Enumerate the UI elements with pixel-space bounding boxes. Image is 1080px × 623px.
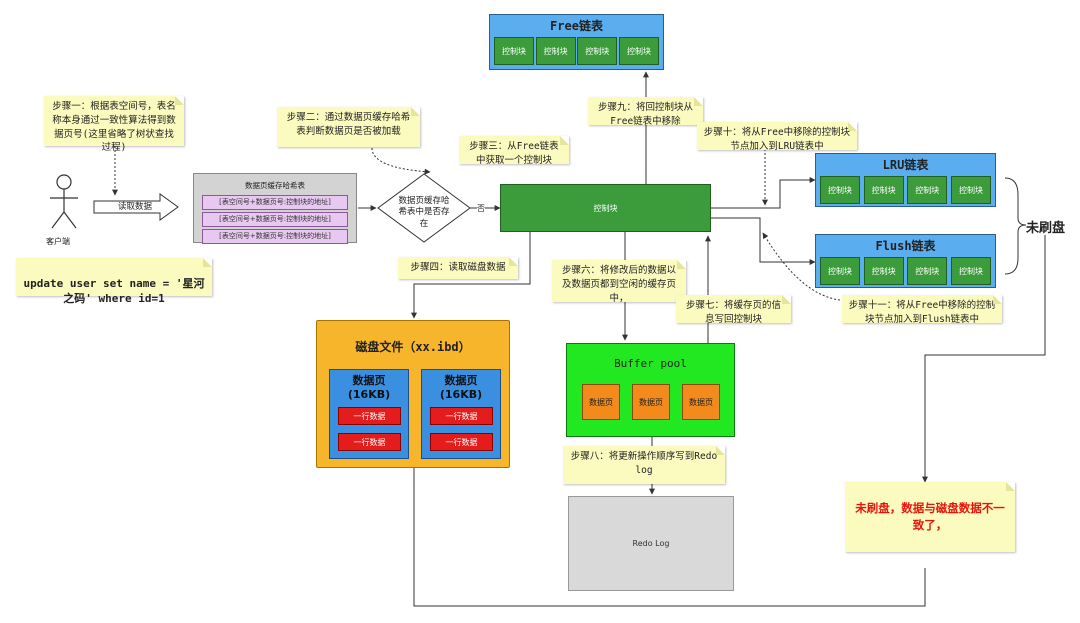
- client-label: 客户端: [46, 237, 70, 246]
- page-hash-table: 数据页缓存哈希表 [表空间号+数据页号:控制块的地址] [表空间号+数据页号:控…: [193, 173, 357, 244]
- free-list: Free链表 控制块 控制块 控制块 控制块: [489, 14, 664, 70]
- buffer-pool: Buffer pool 数据页 数据页 数据页: [566, 343, 735, 437]
- lru-list-title: LRU链表: [882, 158, 929, 172]
- control-block: 控制块: [863, 257, 904, 285]
- step8-note: 步骤八：将更新操作顺序写到Redo log: [563, 446, 725, 484]
- hash-table-title: 数据页缓存哈希表: [245, 181, 305, 190]
- read-data-arrow: [93, 193, 179, 221]
- lru-list: LRU链表 控制块 控制块 控制块 控制块: [815, 153, 996, 207]
- data-row: 一行数据: [338, 407, 401, 425]
- control-block: 控制块: [577, 37, 618, 65]
- control-block: 控制块: [863, 176, 904, 204]
- disk-file: 磁盘文件（xx.ibd） 数据页 (16KB) 一行数据 一行数据 数据页 (1…: [316, 320, 510, 468]
- no-label: 否: [477, 203, 485, 214]
- flush-list-title: Flush链表: [875, 239, 936, 253]
- control-block: 控制块: [618, 37, 659, 65]
- data-row: 一行数据: [430, 407, 493, 425]
- cache-page: 数据页: [582, 384, 620, 420]
- redo-log-label: Redo Log: [632, 539, 670, 548]
- control-block: 控制块: [535, 37, 576, 65]
- control-block: 控制块: [820, 257, 860, 285]
- inconsistency-warning: 未刷盘，数据与磁盘数据不一致了，: [845, 482, 1015, 552]
- step3-note: 步骤三：从Free链表中获取一个控制块: [459, 136, 569, 166]
- data-page: 数据页 (16KB) 一行数据 一行数据: [421, 369, 501, 459]
- free-list-title: Free链表: [550, 19, 603, 33]
- hash-entry: [表空间号+数据页号:控制块的地址]: [202, 195, 348, 210]
- sql-statement: update user set name = '星河 之码' where id=…: [16, 258, 212, 305]
- step10-note: 步骤十：将从Free中移除的控制块节点加入到LRU链表中: [697, 122, 857, 152]
- step9-note: 步骤九：将回控制块从Free链表中移除: [588, 97, 703, 127]
- step2-note: 步骤二：通过数据页缓存哈希表判断数据页是否被加载: [277, 107, 420, 147]
- data-page: 数据页 (16KB) 一行数据 一行数据: [329, 369, 409, 459]
- step7-note: 步骤七：将缓存页的信息写回控制块: [676, 295, 791, 325]
- user-icon: [50, 174, 78, 229]
- control-block: 控制块: [950, 257, 991, 285]
- read-data-label: 读取数据: [118, 202, 153, 212]
- hash-entry: [表空间号+数据页号:控制块的地址]: [202, 212, 348, 227]
- unflushed-label: 未刷盘: [1026, 221, 1066, 236]
- buffer-pool-title: Buffer pool: [614, 357, 687, 370]
- decision-text: 数据页缓存哈希表中是否存在: [398, 196, 450, 229]
- control-block: 控制块: [907, 176, 948, 204]
- control-block: 控制块: [907, 257, 948, 285]
- control-block: 控制块: [950, 176, 991, 204]
- control-block: 控制块: [494, 37, 534, 65]
- decision-diamond: [377, 173, 471, 243]
- cache-page: 数据页: [682, 384, 720, 420]
- step1-note: 步骤一：根据表空间号，表名称本身通过一致性算法得到数据页号(这里省略了树状查找过…: [44, 96, 184, 153]
- data-row: 一行数据: [338, 433, 401, 451]
- step4-note: 步骤四：读取磁盘数据: [398, 257, 518, 279]
- step11-note: 步骤十一：将从Free中移除的控制块节点加入到Flush链表中: [842, 295, 1002, 325]
- data-row: 一行数据: [430, 433, 493, 451]
- hash-entry: [表空间号+数据页号:控制块的地址]: [202, 229, 348, 244]
- redo-log: Redo Log: [568, 496, 734, 591]
- control-block: 控制块: [820, 176, 860, 204]
- control-block-main: 控制块: [500, 184, 711, 232]
- cache-page: 数据页: [632, 384, 670, 420]
- step6-note: 步骤六：将修改后的数据以及数据页都到空闲的缓存页中，: [552, 260, 686, 304]
- disk-file-title: 磁盘文件（xx.ibd）: [355, 340, 471, 354]
- control-block-label: 控制块: [593, 203, 618, 213]
- flush-list: Flush链表 控制块 控制块 控制块 控制块: [815, 234, 996, 288]
